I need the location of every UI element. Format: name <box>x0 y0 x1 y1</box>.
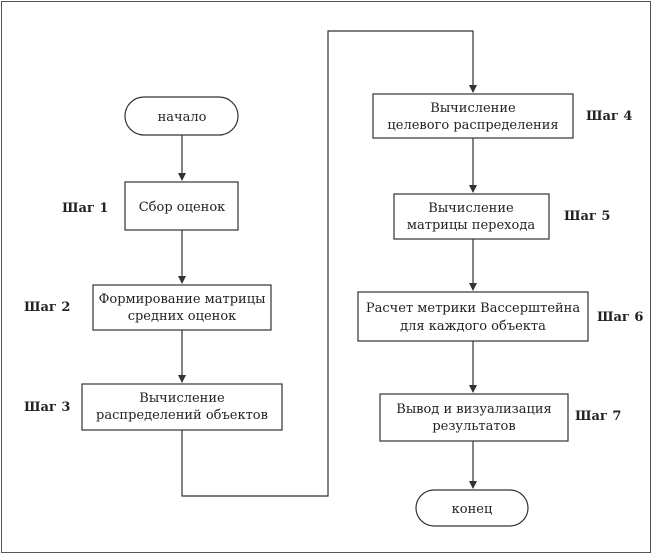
object-distributions-label-line1: Вычисление <box>139 391 225 406</box>
object-distributions-label-line2: распределений объектов <box>96 408 268 423</box>
end-terminal: конец <box>415 489 529 527</box>
mean-matrix-label-line1: Формирование матрицы <box>99 292 266 307</box>
transition-matrix-label-line1: Вычисление <box>428 201 514 216</box>
step-2-label: Шаг 2 <box>24 300 70 315</box>
end-label: конец <box>452 502 493 517</box>
output-box: Вывод и визуализация результатов <box>379 393 569 442</box>
target-distribution-label-line1: Вычисление <box>430 101 516 116</box>
mean-matrix-box: Формирование матрицы средних оценок <box>92 284 272 331</box>
transition-matrix-box: Вычисление матрицы перехода <box>393 193 550 240</box>
output-label-line2: результатов <box>432 419 515 434</box>
step-3-label: Шаг 3 <box>24 400 70 415</box>
step-6-label: Шаг 6 <box>597 310 643 325</box>
wasserstein-box: Расчет метрики Вассерштейна для каждого … <box>357 291 589 342</box>
step-1-label: Шаг 1 <box>62 201 108 216</box>
output-label-line1: Вывод и визуализация <box>396 402 551 417</box>
start-terminal: начало <box>124 96 239 136</box>
collect-scores-box: Сбор оценок <box>124 181 239 231</box>
wasserstein-label-line2: для каждого объекта <box>400 319 546 334</box>
target-distribution-label-line2: целевого распределения <box>387 118 558 133</box>
target-distribution-box: Вычисление целевого распределения <box>372 93 574 139</box>
collect-scores-label: Сбор оценок <box>139 200 226 215</box>
transition-matrix-label-line2: матрицы перехода <box>407 218 535 233</box>
step-7-label: Шаг 7 <box>575 409 621 424</box>
step-4-label: Шаг 4 <box>586 109 632 124</box>
mean-matrix-label-line2: средних оценок <box>128 309 237 324</box>
arrow-distrib-to-target <box>181 30 477 497</box>
object-distributions-box: Вычисление распределений объектов <box>81 383 283 431</box>
wasserstein-label-line1: Расчет метрики Вассерштейна <box>366 301 580 316</box>
step-5-label: Шаг 5 <box>564 209 610 224</box>
start-label: начало <box>158 110 207 125</box>
